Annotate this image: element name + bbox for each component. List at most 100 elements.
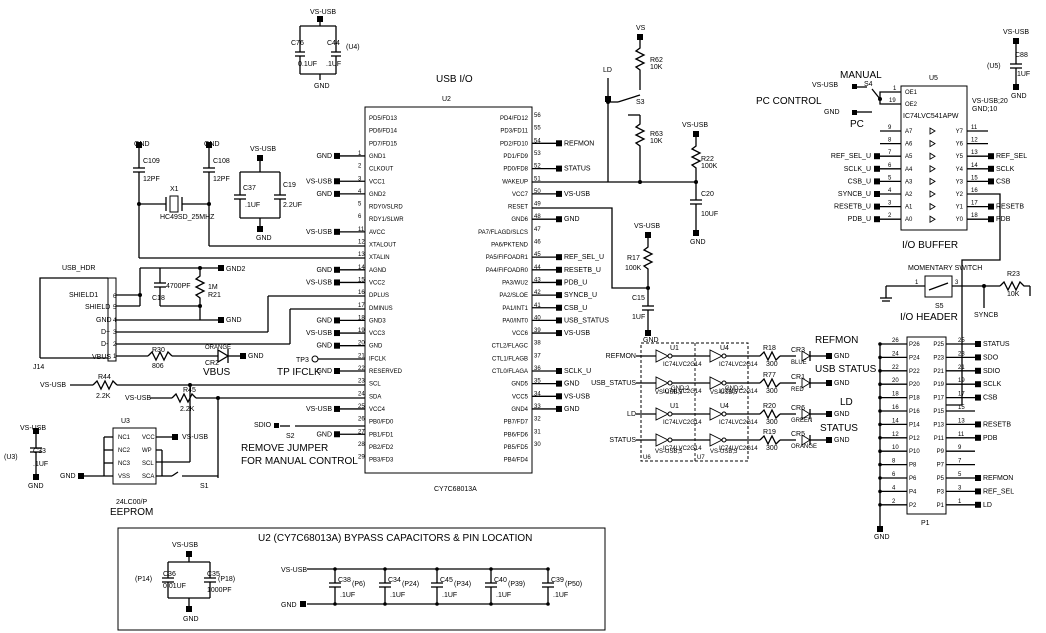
p1-left-number: 10	[892, 445, 899, 451]
c18-label: C18	[152, 295, 165, 302]
svg-text:10K: 10K	[1007, 291, 1020, 298]
net-flag-square	[334, 266, 340, 273]
bypass-cap-ref: C38	[338, 577, 351, 584]
u2-pin-number: 42	[534, 290, 541, 296]
u5-y-pin: Y1	[956, 205, 964, 211]
u2-pin-net: GND	[316, 317, 332, 324]
p1-right-pin: P1	[937, 503, 945, 509]
u2-pin-number: 43	[534, 277, 541, 283]
p1-left-pin: P8	[909, 463, 917, 469]
p1-left-pin: P2	[909, 503, 917, 509]
c108-gnd: GND	[204, 141, 220, 148]
led-color: RED	[791, 387, 804, 393]
net-flag-square	[556, 190, 562, 197]
net-flag-square	[334, 431, 340, 438]
svg-text:VCC: VCC	[142, 435, 155, 441]
net-flag-square	[874, 178, 880, 185]
c44-value: .1UF	[326, 61, 341, 68]
led-gnd: GND	[834, 411, 850, 418]
p1-left-pin: P10	[909, 449, 920, 455]
u2-pin-name: VCC4	[369, 407, 386, 413]
r45-value: 2.2K	[180, 406, 195, 413]
bypass-caps-box: U2 (CY7C68013A) BYPASS CAPACITORS & PIN …	[117, 527, 606, 631]
u2-pin-number: 51	[534, 176, 541, 182]
bypass-cap-value: .1UF	[553, 592, 568, 599]
u5-input-net: CSB_U	[848, 178, 871, 185]
u2-pin-number: 28	[358, 442, 365, 448]
u2-pin-number: 55	[534, 126, 541, 132]
manual-label: MANUAL	[840, 70, 882, 81]
u2-pin-number: 36	[534, 366, 541, 372]
u2-pin-number: 13	[358, 252, 365, 258]
svg-text:1: 1	[113, 354, 117, 360]
net-flag-square	[975, 475, 981, 481]
led-resistor-label: R20	[763, 403, 776, 410]
u2-pin-name: VCC3	[369, 331, 386, 337]
u2-pin-name: IFCLK	[369, 356, 386, 362]
u5-y-pin: Y6	[956, 142, 964, 148]
u2-pin-name: XTALIN	[369, 255, 390, 261]
u2-pin-number: 29	[358, 455, 365, 461]
svg-text:10UF: 10UF	[701, 211, 718, 218]
p1-right-number: 17	[958, 392, 965, 398]
s2-jumper: SDIO S2 REMOVE JUMPER FOR MANUAL CONTROL	[241, 422, 365, 467]
p1-right-pin: P5	[937, 476, 945, 482]
net-flag-square	[334, 330, 340, 337]
u5-pin-number: 13	[971, 150, 978, 156]
svg-text:3: 3	[113, 330, 117, 336]
svg-text:S4: S4	[864, 81, 873, 88]
u4-gnd: GND	[314, 83, 330, 90]
u2-pin-net: VS-USB	[306, 279, 332, 286]
u2-pin-number: 41	[534, 303, 541, 309]
led-color: GREEN	[791, 418, 812, 424]
svg-text:1000PF: 1000PF	[207, 587, 232, 594]
u2-part: CY7C68013A	[434, 486, 477, 493]
net-flag-square	[556, 304, 562, 311]
bypass-cap-pin: (P24)	[402, 581, 419, 588]
buffer-part: IC74LVC2G14	[719, 389, 758, 395]
net-flag-square	[975, 341, 981, 347]
u2-pin-name: PB2/FD2	[369, 445, 394, 451]
buffer-pwr: VS-USB;5	[710, 390, 738, 396]
svg-text:S3: S3	[636, 99, 645, 106]
net-flag-square	[975, 501, 981, 508]
p1-right-pin: P11	[934, 436, 945, 442]
r21-value: 1M	[208, 284, 218, 291]
svg-text:C20: C20	[701, 191, 714, 198]
svg-text:0.01UF: 0.01UF	[163, 583, 186, 590]
buffer-ref: U6	[643, 455, 651, 461]
net-flag-square	[334, 342, 340, 349]
c108-label: C108	[213, 158, 230, 165]
eeprom-title: EEPROM	[110, 507, 153, 518]
status-header: STATUS	[820, 423, 858, 434]
u2-pin-name: CTL0/FLAGA	[492, 369, 528, 375]
led-gnd: GND	[834, 353, 850, 360]
net-flag-square	[556, 292, 562, 299]
u2-left-pins: PD5/FD13PD6/FD14PD7/FD15GND11GNDCLKOUT2V…	[306, 116, 404, 464]
buffer-ref: U4	[720, 403, 729, 410]
u2-pin-number: 27	[358, 429, 365, 435]
buffer-part: IC74LVC2G14	[663, 446, 702, 452]
svg-text:WP: WP	[142, 448, 152, 454]
u5-vsusb: VS-USB;20	[972, 98, 1008, 105]
u2-pin-name: VCC1	[369, 179, 386, 185]
svg-text:10K: 10K	[650, 64, 663, 71]
svg-text:OE2: OE2	[905, 102, 918, 108]
u2-pin-number: 46	[534, 240, 541, 246]
u5-pin-number: 18	[971, 213, 978, 219]
led-resistor-value: 300	[766, 419, 778, 426]
u2-pin-number: 49	[534, 202, 541, 208]
net-flag-square	[975, 434, 981, 441]
p1-right-pin: P23	[933, 355, 944, 361]
c109-gnd: GND	[134, 141, 150, 148]
p1-right-number: 11	[958, 432, 965, 438]
svg-text:SYNCB: SYNCB	[974, 312, 998, 319]
p1-net: CSB	[983, 395, 998, 402]
u5-y-pin: Y5	[956, 154, 964, 160]
net-flag-square	[556, 380, 562, 387]
led-ref: CR6	[791, 405, 805, 412]
u2-pin-number: 32	[534, 417, 541, 423]
net-flag-square	[874, 203, 880, 210]
u5-pin-number: 16	[971, 188, 978, 194]
